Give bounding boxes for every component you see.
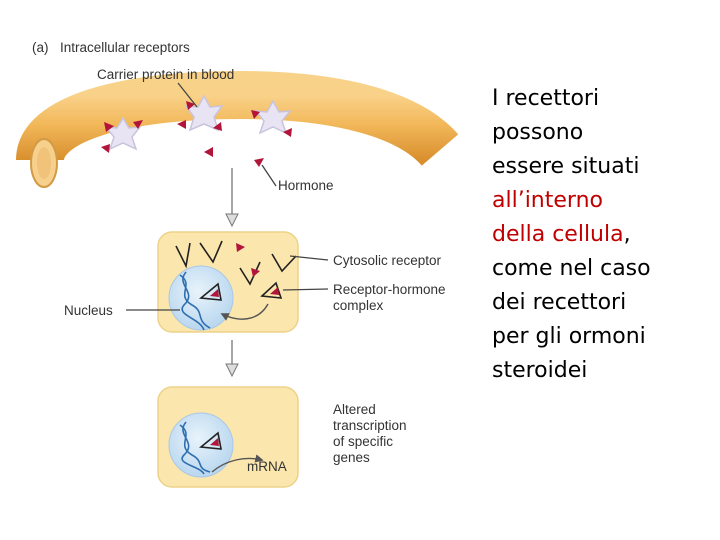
altered-transcription-label: Altered — [333, 402, 376, 417]
mrna-label: mRNA — [247, 459, 287, 474]
mrna-arrow-icon — [211, 454, 264, 473]
dna-helix-icon — [179, 421, 211, 475]
dna-helix-icon — [179, 271, 211, 331]
caption-line: I recettori — [492, 86, 600, 111]
figure-title: Intracellular receptors — [60, 40, 190, 55]
complex-pointer — [282, 288, 329, 291]
caption-line: possono — [492, 120, 584, 145]
altered-transcription-label-line4: genes — [333, 450, 370, 465]
caption-line: essere situati — [492, 154, 640, 179]
caption-line: steroidei — [492, 358, 588, 383]
cytosolic-pointer — [289, 255, 329, 261]
caption-line: come nel caso — [492, 256, 651, 281]
intracellular-receptor-diagram: (a) Intracellular receptors Carrier prot… — [16, 40, 459, 488]
carrier-protein-label: Carrier protein in blood — [97, 67, 234, 82]
receptor-hormone-label-line2: complex — [333, 298, 384, 313]
translocation-arrow-icon — [220, 303, 269, 321]
panel-label: (a) — [32, 40, 49, 55]
cytosolic-receptor-label: Cytosolic receptor — [333, 253, 442, 268]
receptor-hormone-complex — [199, 281, 283, 301]
hormone-label: Hormone — [278, 178, 334, 193]
cell-hormones — [236, 243, 260, 277]
hormone-pointer — [261, 164, 277, 187]
slide-caption: I recettori possono essere situati all’i… — [492, 82, 702, 388]
carrier-protein — [254, 99, 292, 135]
receptor-hormone-complex — [199, 431, 222, 450]
altered-transcription-label-line3: of specific — [333, 434, 393, 449]
receptor-hormone-label: Receptor-hormone — [333, 282, 446, 297]
cytosolic-receptors — [175, 240, 297, 286]
caption-line: per gli ormoni — [492, 324, 646, 349]
caption-line: dei recettori — [492, 290, 627, 315]
hormone-molecules — [101, 101, 292, 167]
blood-vessel — [16, 70, 459, 188]
carrier-pointer — [177, 82, 198, 108]
altered-transcription-label-line2: transcription — [333, 418, 407, 433]
down-arrow-icon — [225, 340, 239, 378]
down-arrow-icon — [225, 168, 239, 228]
nucleus-label: Nucleus — [64, 303, 113, 318]
caption-line-highlight: della cellula, — [492, 222, 631, 247]
caption-line-highlight: all’interno — [492, 188, 603, 213]
